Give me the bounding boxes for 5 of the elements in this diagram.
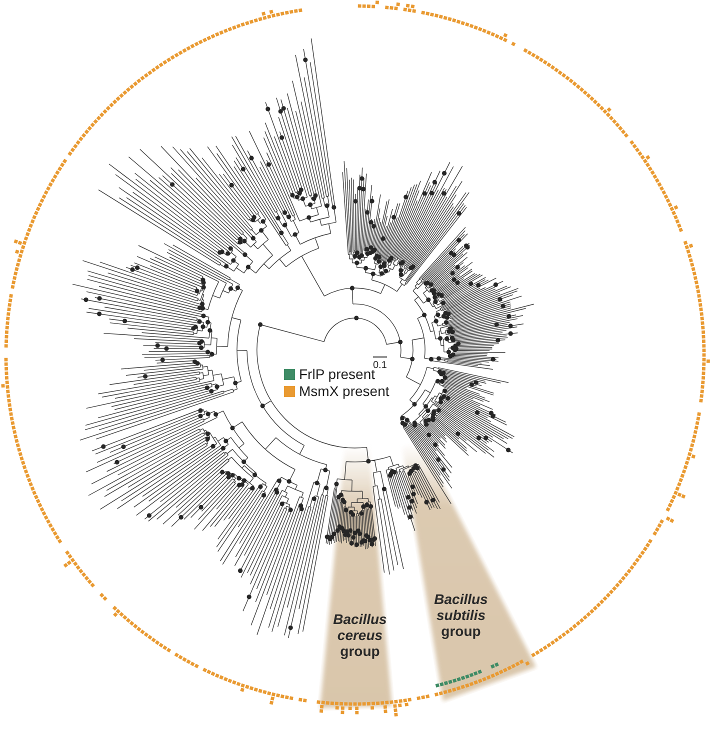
clade-label: Bacillus subtilis group <box>434 591 488 639</box>
legend-label: FrlP present <box>299 366 375 382</box>
legend-label: MsmX present <box>299 383 390 399</box>
scale-label: 0.1 <box>373 360 387 371</box>
clade-label: Bacillus cereus group <box>333 611 387 659</box>
